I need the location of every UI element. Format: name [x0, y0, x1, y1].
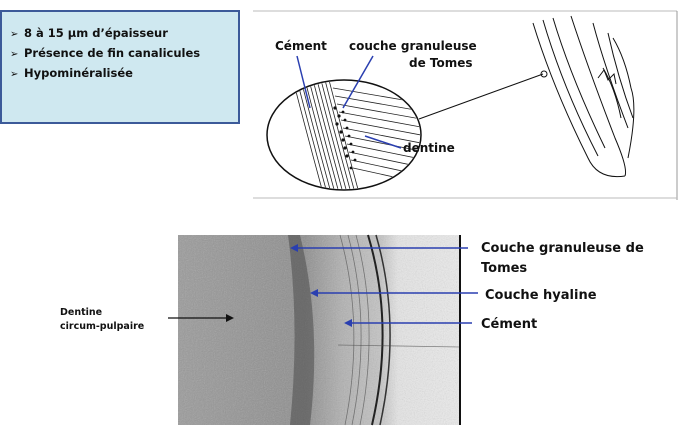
label-hyaline-layer: Couche hyaline	[485, 288, 597, 303]
magnified-section	[266, 79, 422, 191]
pointer-granular	[342, 55, 374, 109]
pointer-dentine	[364, 135, 402, 149]
tooth-root-sketch	[532, 15, 635, 178]
micrograph-image	[178, 234, 461, 426]
zoom-origin-circle	[540, 70, 548, 78]
tooth-line-drawing: Cément couche granuleuse de Tomes dentin…	[253, 10, 678, 200]
label-granular-layer-tomes-2: Tomes	[481, 261, 527, 276]
zoom-connector-line	[418, 73, 544, 120]
label-granular-layer-2: de Tomes	[409, 56, 473, 70]
label-dentine-circum-pulpaire-2: circum-pulpaire	[60, 321, 144, 332]
label-dentine: dentine	[403, 141, 455, 155]
granular-dots	[333, 106, 357, 170]
arrowhead-icon	[344, 319, 352, 327]
label-granular-layer: couche granuleuse	[349, 39, 477, 53]
info-item-canaliculi: ➢Présence de fin canalicules	[10, 44, 230, 64]
arrow-bullet-icon: ➢	[10, 29, 19, 40]
label-cement-layer: Cément	[481, 317, 537, 332]
label-dentine-circum-pulpaire: Dentine	[60, 307, 102, 318]
info-item-mineralisation: ➢Hypominéralisée	[10, 64, 230, 84]
granular-band	[288, 235, 315, 425]
arrow-bullet-icon: ➢	[10, 49, 19, 60]
info-item-thickness: ➢8 à 15 µm d’épaisseur	[10, 24, 230, 44]
info-list: ➢8 à 15 µm d’épaisseur ➢Présence de fin …	[10, 24, 230, 84]
micrograph-figure: Couche granuleuse de Tomes Couche hyalin…	[60, 234, 644, 426]
info-box: ➢8 à 15 µm d’épaisseur ➢Présence de fin …	[0, 10, 240, 124]
arrowhead-icon	[290, 244, 298, 252]
label-granular-layer-tomes: Couche granuleuse de	[481, 241, 644, 256]
label-cement: Cément	[275, 39, 327, 53]
pointer-cement	[296, 55, 311, 109]
arrowhead-icon	[226, 314, 234, 322]
arrow-bullet-icon: ➢	[10, 69, 19, 80]
arrowhead-icon	[310, 289, 318, 297]
